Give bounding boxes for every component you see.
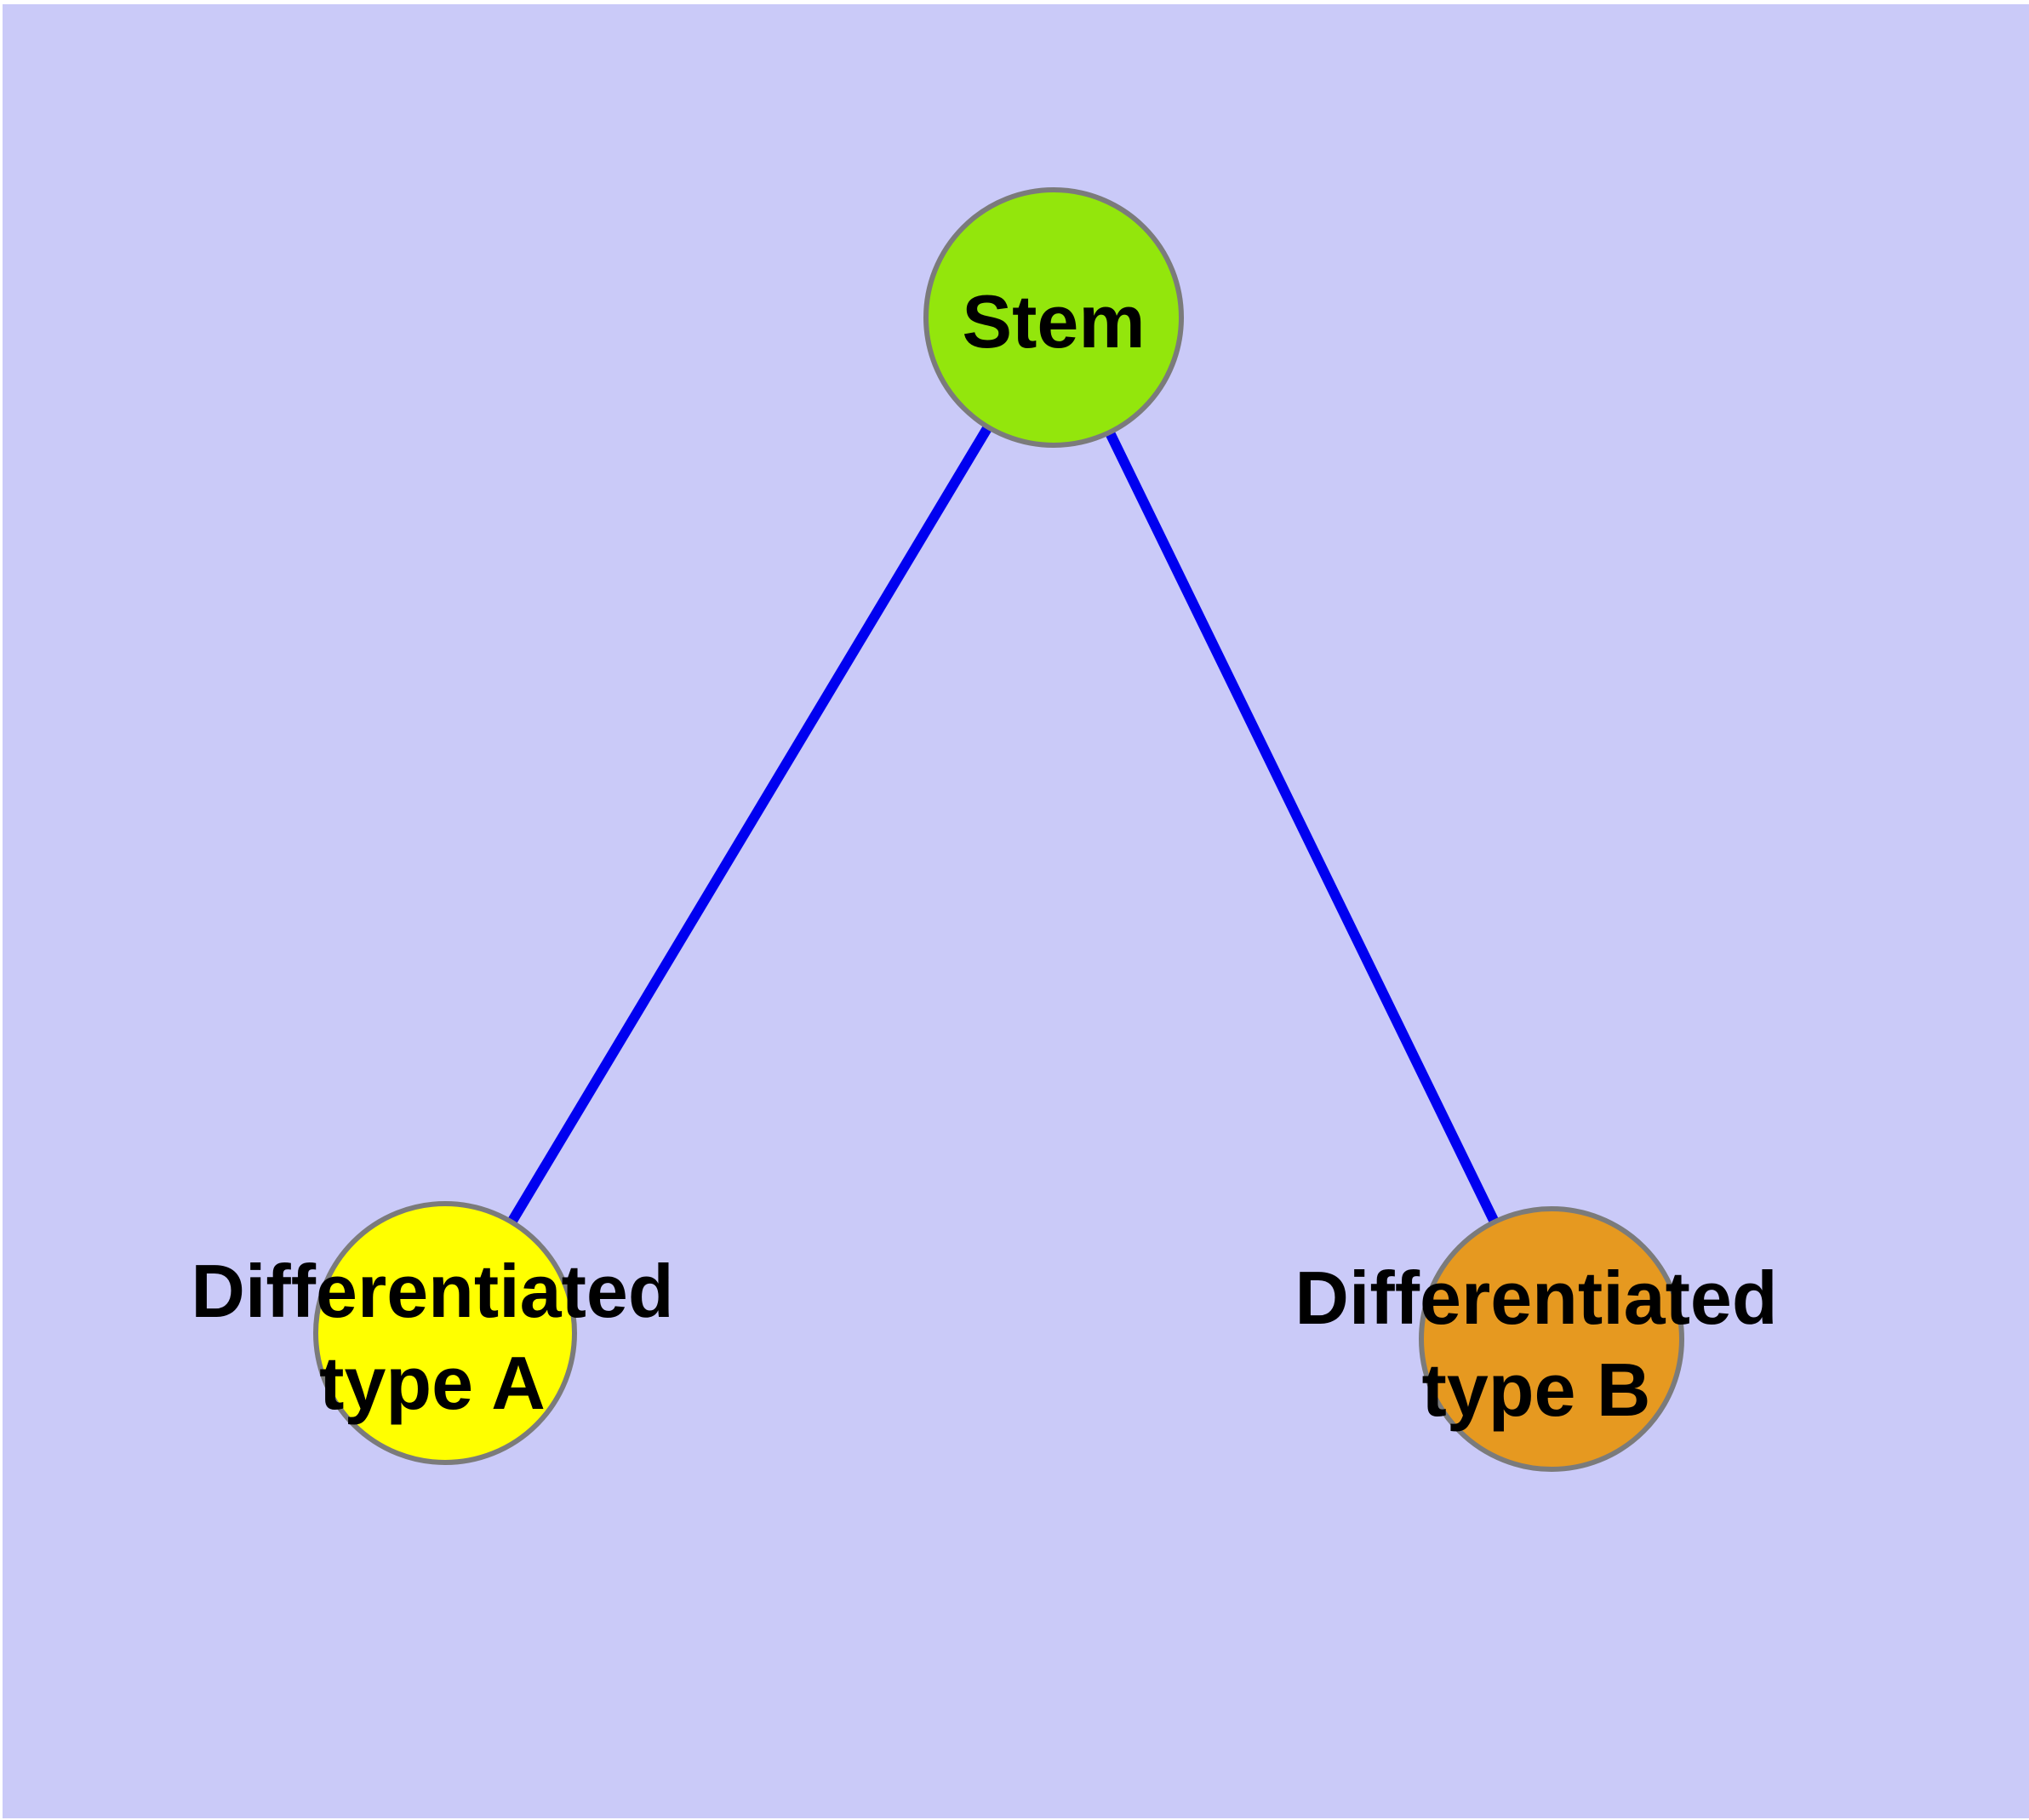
node-type-b [1419, 1206, 1684, 1472]
edge-stem-to-type-b [1049, 315, 1557, 1342]
node-type-a-label-line-2: type A [319, 1341, 546, 1425]
node-type-b-label-line-2: type B [1422, 1348, 1651, 1432]
node-type-b-label-line-1: Differentiated [1295, 1256, 1777, 1340]
node-type-a [313, 1201, 577, 1465]
node-stem [923, 187, 1184, 448]
edge-stem-to-type-a [440, 314, 1059, 1336]
node-type-a-label-line-1: Differentiated [191, 1249, 673, 1333]
node-stem-label: Stem [962, 279, 1145, 363]
